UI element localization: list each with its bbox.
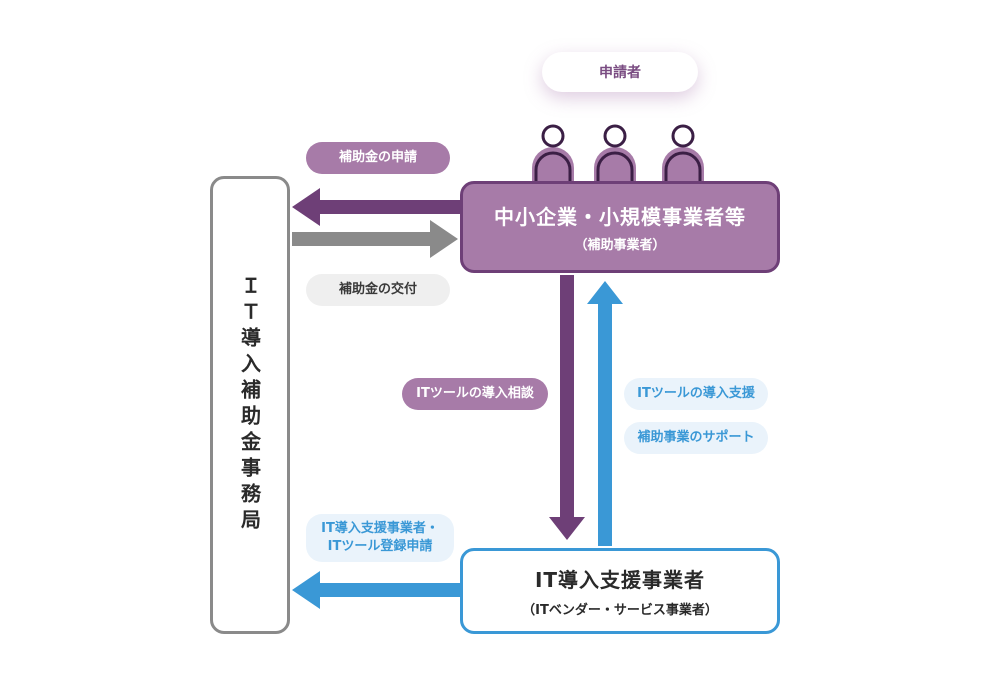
arrow-subsidy-grant [292,220,458,258]
label-vendor-registration: IT導入支援事業者・ ITツール登録申請 [306,514,454,562]
applicant-label: 申請者 [542,52,698,92]
arrow-subsidy-application [292,188,460,226]
arrow-it-support [587,281,623,546]
person-icon [532,124,574,186]
sme-title: 中小企業・小規模事業者等 [494,205,746,229]
label-it-consultation: ITツールの導入相談 [402,378,548,410]
label-vendor-registration-line2: ITツール登録申請 [327,539,433,554]
vendor-box: IT導入支援事業者 （ITベンダー・サービス事業者） [460,548,780,634]
label-subsidy-application: 補助金の申請 [306,142,450,174]
sme-subtitle: （補助事業者） [574,238,666,253]
person-icon [662,124,704,186]
person-icon [594,124,636,186]
sme-box: 中小企業・小規模事業者等 （補助事業者） [460,181,780,273]
vendor-subtitle: （ITベンダー・サービス事業者） [522,603,718,618]
vendor-title: IT導入支援事業者 [534,568,706,592]
label-vendor-registration-line1: IT導入支援事業者・ [321,521,439,537]
arrow-it-consultation [549,275,585,540]
label-subsidy-grant: 補助金の交付 [306,274,450,306]
label-it-support: ITツールの導入支援 [624,378,768,410]
arrow-vendor-registration [292,571,460,609]
office-box: ＩＴ導入補助金事務局 [210,176,290,634]
label-support-project: 補助事業のサポート [624,422,768,454]
office-label: ＩＴ導入補助金事務局 [237,275,262,535]
